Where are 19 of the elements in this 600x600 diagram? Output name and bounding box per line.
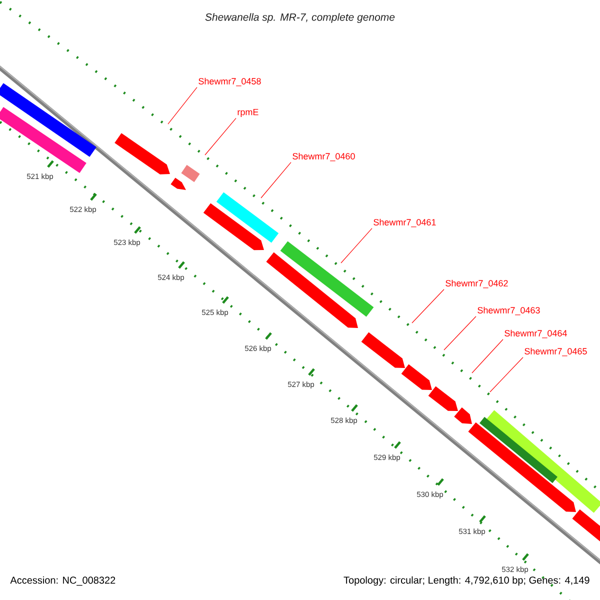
gene-label: rpmE xyxy=(238,108,258,118)
leader-line xyxy=(168,87,198,124)
accession-text: Accession: NC_008322 xyxy=(10,576,116,586)
genome-info-text: Topology: circular; Length: 4,792,610 bp; Genes: 4,149 xyxy=(344,576,590,586)
leader-line xyxy=(340,228,372,264)
gene-label: Shewmr7_0464 xyxy=(504,330,567,338)
leader-line xyxy=(412,289,444,324)
gene-label: Shewmr7_0460 xyxy=(292,152,355,162)
leader-line xyxy=(472,339,504,374)
gene-label: Shewmr7_0465 xyxy=(524,348,587,356)
title: Shewanella sp. MR-7, complete genome xyxy=(205,13,395,23)
gene-label: Shewmr7_0458 xyxy=(198,78,261,86)
gene-label: Shewmr7_0461 xyxy=(374,218,436,228)
leader-line xyxy=(444,316,476,350)
leader-line xyxy=(204,118,236,156)
gene-label: Shewmr7_0463 xyxy=(478,306,540,316)
gene-label: Shewmr7_0462 xyxy=(446,280,508,288)
leader-line xyxy=(260,162,292,198)
leader-line xyxy=(490,357,524,392)
